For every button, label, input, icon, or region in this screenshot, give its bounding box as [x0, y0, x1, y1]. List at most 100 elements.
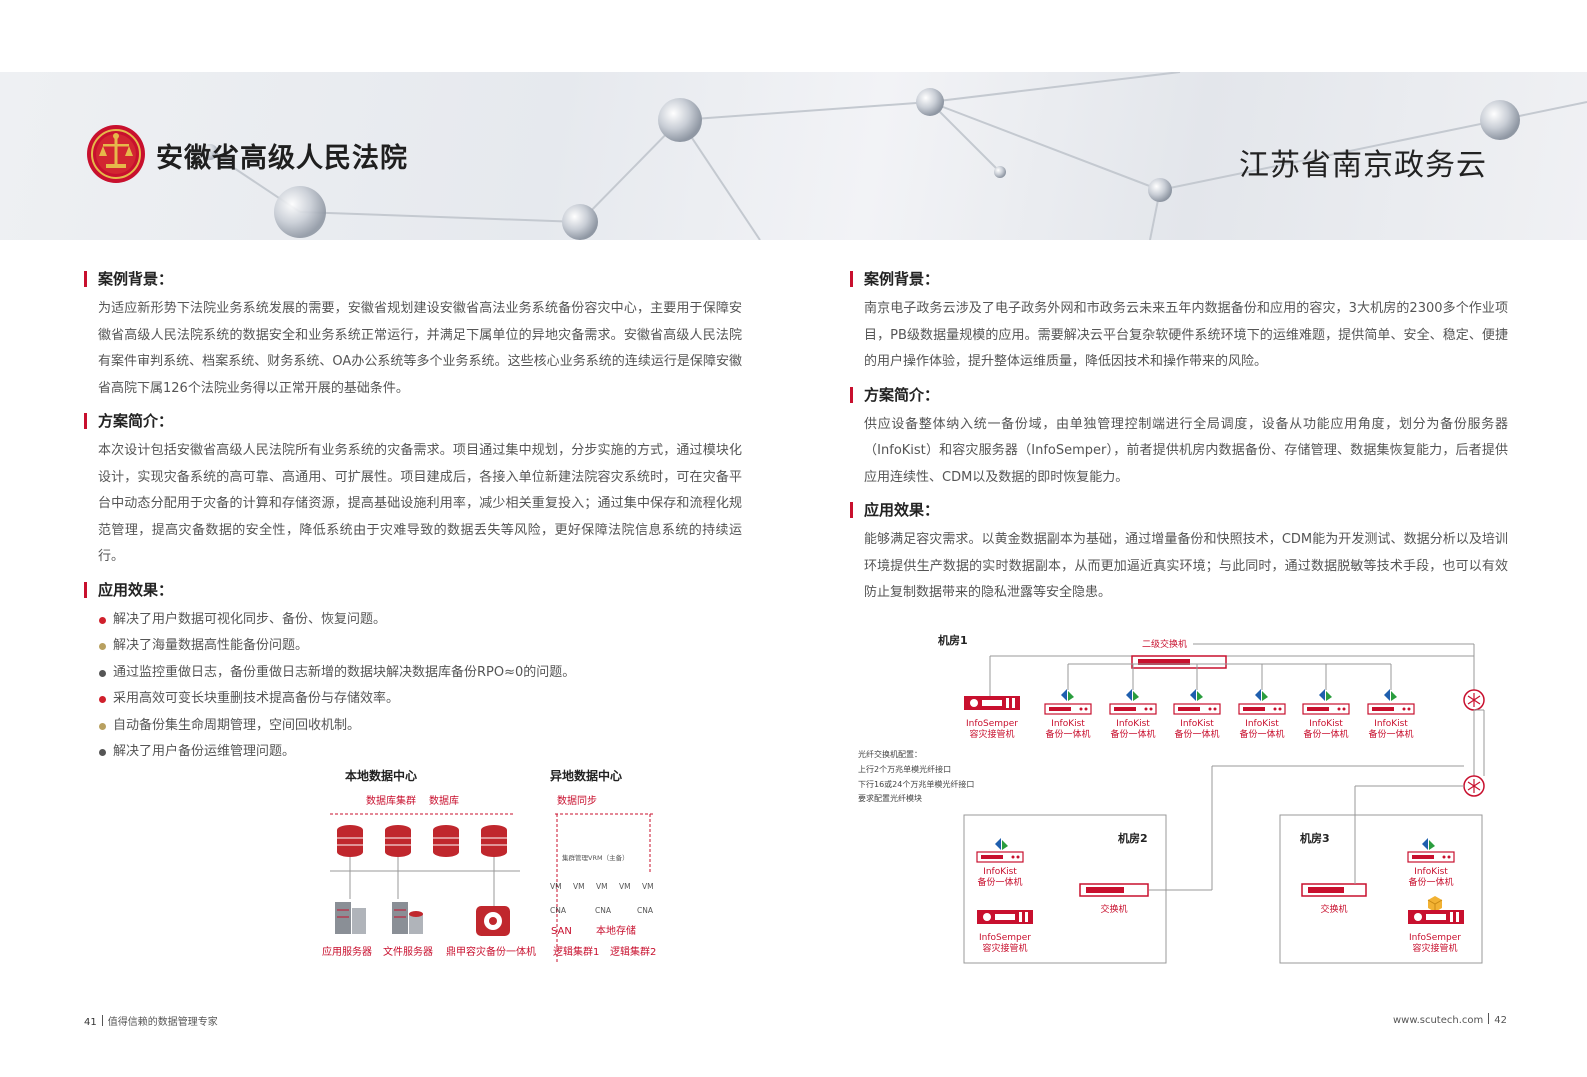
backup-rack-icon [1044, 703, 1092, 715]
cna-label: CNA [595, 906, 612, 915]
list-item: 采用高效可变长块重删技术提高备份与存储效率。 [98, 686, 742, 713]
node-name: InfoKist [1309, 719, 1343, 729]
node-name: InfoKist [983, 867, 1017, 877]
vm-label: VM [619, 882, 631, 891]
local-remote-datacenter-diagram: 本地数据中心 异地数据中心 数据库集群 数据库 数据同步 集群管理VRM（主备）… [322, 768, 656, 964]
fiber-config-line: 上行2个万兆单模光纤接口 [858, 764, 951, 774]
db-label: 数据库 [429, 794, 459, 807]
local-storage-label: 本地存储 [596, 924, 636, 937]
node-name: InfoKist [1051, 719, 1085, 729]
app-server-icon [335, 902, 366, 934]
node-desc: 备份一体机 [1239, 728, 1284, 740]
molecule-background [202, 72, 1587, 240]
backup-appliance-icon [476, 906, 510, 936]
local-dc-title: 本地数据中心 [345, 768, 417, 783]
bullet-dot-icon [99, 749, 106, 756]
page-number: 42 [1494, 1015, 1507, 1026]
vm-label: VM [573, 882, 585, 891]
node-name: InfoKist [1374, 719, 1408, 729]
section-heading: 案例背景： [848, 268, 1508, 290]
cluster2-label: 逻辑集群2 [610, 945, 656, 958]
node-desc: 备份一体机 [1174, 728, 1219, 740]
page-number: 41 [84, 1017, 97, 1028]
room1-label: 机房1 [938, 633, 968, 647]
node-name: InfoKist [1116, 719, 1150, 729]
infokist-logo-icon [1126, 689, 1139, 701]
network-topology-diagram: 机房1 二级交换机 InfoSemper 容灾接管机 InfoKist 备份一体… [858, 633, 1485, 964]
right-column: 案例背景： 南京电子政务云涉及了电子政务外网和市政务云未来五年内数据备份和应用的… [848, 268, 1508, 615]
header-banner [0, 72, 1587, 240]
backup-rack-icon [1238, 703, 1286, 715]
bullet-dot-icon [99, 722, 106, 730]
node-desc: 备份一体机 [1303, 728, 1348, 740]
cna-label: CNA [550, 906, 567, 915]
server-icons [335, 902, 510, 936]
section-text: 能够满足容灾需求。以黄金数据副本为基础，通过增量备份和快照技术，CDM能为开发测… [864, 532, 1508, 600]
database-icon [481, 825, 507, 857]
db-cluster-label: 数据库集群 [366, 794, 416, 807]
node-name: InfoSemper [966, 719, 1018, 729]
database-icon [433, 825, 459, 857]
footer-right: www.scutech.com 42 [1393, 1013, 1507, 1026]
backup-rack-icon [1173, 703, 1221, 715]
database-icons [337, 825, 507, 857]
infokist-logo-icon [1061, 689, 1074, 701]
switch-label: 交换机 [1320, 903, 1347, 915]
database-icon [337, 825, 363, 857]
section-heading: 方案简介： [848, 384, 1508, 406]
fiber-config-line: 要求配置光纤模块 [858, 793, 922, 803]
court-emblem-icon [87, 125, 145, 183]
list-item: 解决了用户数据可视化同步、备份、恢复问题。 [98, 607, 742, 634]
backup-rack-icon [976, 851, 1024, 863]
infokist-node: InfoKist 备份一体机 [1367, 689, 1415, 740]
infosemper-icon [977, 910, 1033, 924]
section-heading: 应用效果： [82, 579, 742, 601]
vm-label: VM [596, 882, 608, 891]
vm-label: VM [550, 882, 562, 891]
switch-label: 交换机 [1100, 903, 1127, 915]
infokist-node: InfoKist 备份一体机 [1173, 689, 1221, 740]
infokist-node: InfoKist 备份一体机 [1044, 689, 1092, 740]
node-desc: 容灾接管机 [982, 942, 1027, 954]
backup-rack-icon [1302, 703, 1350, 715]
package-icon [1427, 896, 1443, 912]
node-name: InfoKist [1245, 719, 1279, 729]
section-text: 为适应新形势下法院业务系统发展的需要，安徽省规划建设安徽省高法业务系统备份容灾中… [98, 301, 742, 396]
room2-box [963, 814, 1167, 964]
bullet-dot-icon [99, 669, 106, 677]
router-icon [1463, 689, 1485, 711]
infokist-logo-icon [1422, 838, 1435, 850]
app-server-label: 应用服务器 [322, 945, 372, 958]
room3-label: 机房3 [1300, 831, 1330, 845]
infokist-logo-icon [1255, 689, 1268, 701]
backup-rack-icon [1407, 851, 1455, 863]
infokist-logo-icon [1190, 689, 1203, 701]
room3-box [1279, 814, 1483, 964]
node-name: InfoSemper [979, 933, 1031, 943]
level2-switch-icon [1131, 655, 1227, 669]
section-text: 本次设计包括安徽省高级人民法院所有业务系统的灾备需求。项目通过集中规划，分步实施… [98, 443, 742, 564]
node-desc: 备份一体机 [977, 876, 1022, 888]
remote-dc-title: 异地数据中心 [550, 768, 622, 783]
node-name: InfoKist [1414, 867, 1448, 877]
sync-label: 数据同步 [557, 794, 597, 807]
node-desc: 容灾接管机 [1412, 942, 1457, 954]
infokist-logo-icon [1384, 689, 1397, 701]
list-item: 解决了用户备份运维管理问题。 [98, 739, 742, 766]
left-column: 案例背景： 为适应新形势下法院业务系统发展的需要，安徽省规划建设安徽省高法业务系… [82, 268, 742, 766]
node-desc: 备份一体机 [1368, 728, 1413, 740]
infokist-node: InfoKist 备份一体机 [1302, 689, 1350, 740]
node-desc: 备份一体机 [1045, 728, 1090, 740]
bullet-dot-icon [99, 616, 106, 624]
list-item: 通过监控重做日志，备份重做日志新增的数据块解决数据库备份RPO≈0的问题。 [98, 660, 742, 687]
section-text: 供应设备整体纳入统一备份域，由单独管理控制端进行全局调度，设备从功能应用角度，划… [864, 416, 1508, 485]
cna-label: CNA [637, 906, 654, 915]
backup-box-label: 鼎甲容灾备份一体机 [446, 945, 536, 958]
infokist-node: InfoKist 备份一体机 [1109, 689, 1157, 740]
footer-website: www.scutech.com [1392, 1015, 1484, 1026]
database-icon [385, 825, 411, 857]
list-item: 解决了海量数据高性能备份问题。 [98, 633, 742, 660]
infokist-logo-icon [1319, 689, 1332, 701]
vrm-label: 集群管理VRM（主备） [562, 853, 629, 862]
